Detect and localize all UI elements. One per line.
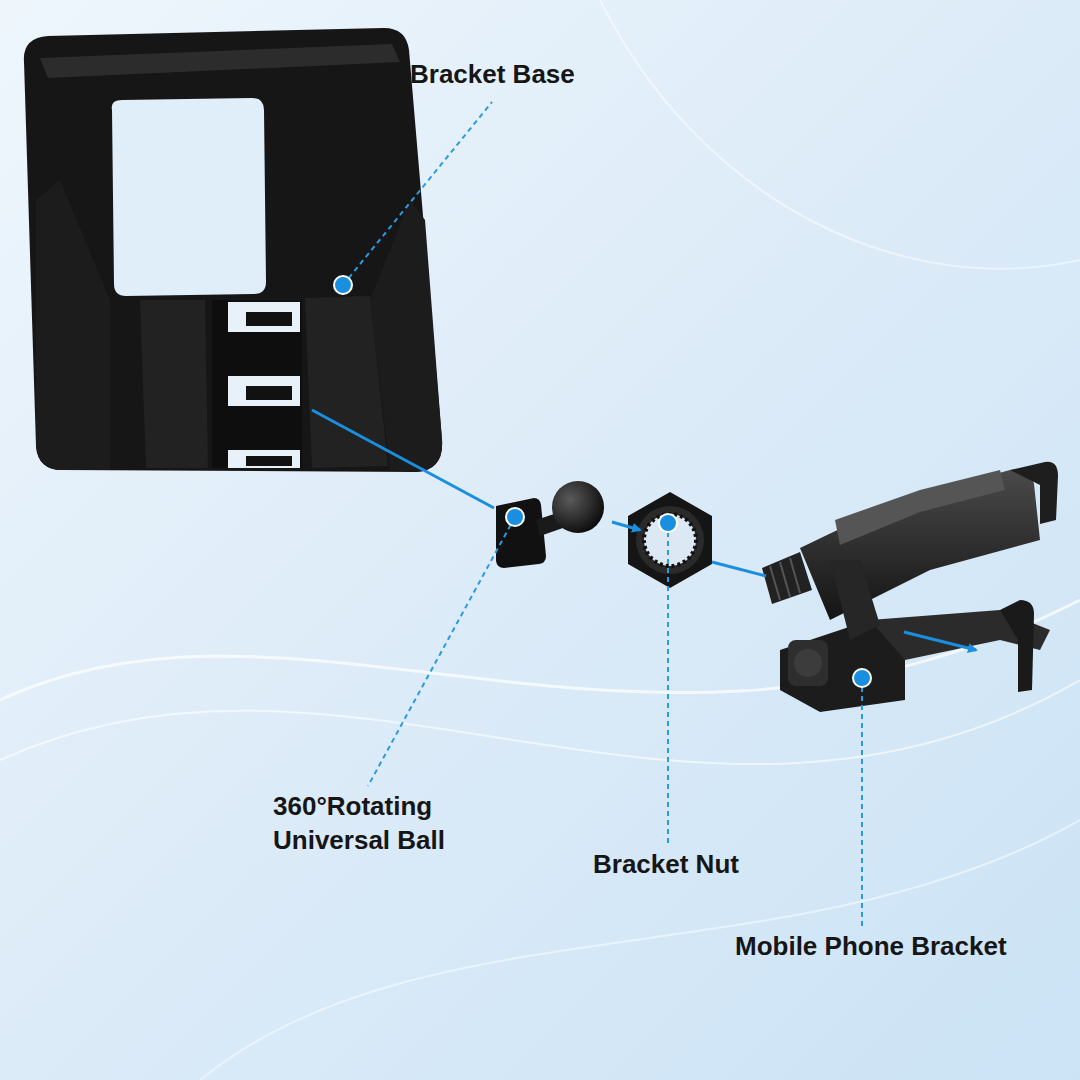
callout-dot (334, 276, 352, 294)
slide-arrow (904, 632, 976, 650)
callout-dot (853, 669, 871, 687)
leader-line (368, 517, 515, 786)
part-label: Bracket Base (410, 58, 575, 92)
background-swoosh (600, 0, 1080, 269)
background-swoosh (0, 680, 1080, 764)
bracket-base (24, 28, 442, 472)
mobile-phone-bracket (762, 462, 1058, 712)
background-swoosh (0, 600, 1080, 700)
background-swoosh (200, 820, 1080, 1080)
leader-line (667, 523, 669, 844)
leader-line (861, 678, 863, 926)
callout-dot (506, 508, 524, 526)
leader-line (343, 102, 492, 285)
bracket-nut (628, 492, 712, 588)
part-label: 360°Rotating Universal Ball (273, 790, 523, 858)
part-label: Mobile Phone Bracket (735, 930, 1007, 964)
part-label: Bracket Nut (593, 848, 739, 882)
universal-ball (496, 481, 604, 568)
assembly-arrow (312, 410, 494, 508)
assembly-arrow (612, 522, 640, 530)
assembly-arrow (712, 562, 766, 576)
callout-dot (659, 514, 677, 532)
